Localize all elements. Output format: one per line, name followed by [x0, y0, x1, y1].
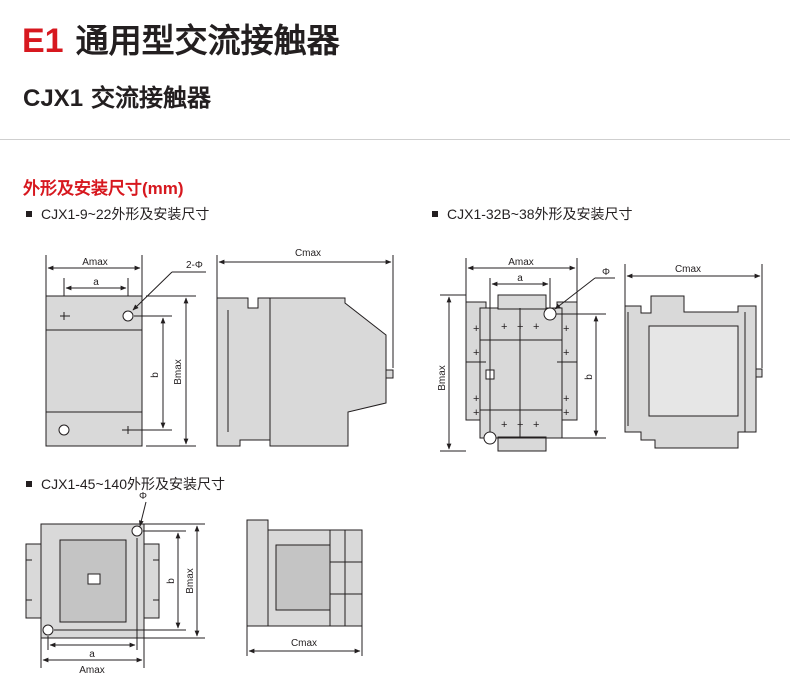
fig2-bmax-label: Bmax	[437, 365, 448, 391]
fig2-b-label: b	[584, 374, 595, 380]
fig2-amax-label: Amax	[508, 257, 534, 268]
fig3-hole-label: Φ	[139, 491, 147, 502]
svg-text:+: +	[501, 321, 507, 333]
product-name: 交流接触器	[91, 85, 212, 112]
fig3-b-label: b	[166, 578, 177, 584]
svg-text:+: +	[473, 323, 479, 335]
svg-text:+: +	[563, 393, 569, 405]
svg-text:+: +	[473, 393, 479, 405]
fig1-bmax-label: Bmax	[173, 359, 184, 385]
header-divider	[0, 139, 790, 140]
svg-text:+: +	[533, 321, 539, 333]
svg-text:+: +	[473, 347, 479, 359]
svg-text:+: +	[517, 419, 523, 431]
svg-text:+: +	[533, 419, 539, 431]
figure-1-labels: Amax a 2-Φ b Bmax Cmax	[82, 248, 321, 385]
figure-2-side-view	[624, 264, 763, 449]
figure-3-front-view	[25, 501, 205, 668]
figure-2-front-view	[440, 258, 615, 452]
fig1-amax-label: Amax	[82, 257, 108, 268]
figure-1-front-view	[45, 255, 206, 447]
fig3-bmax-label: Bmax	[185, 568, 196, 594]
series-name: 通用型交流接触器	[75, 22, 340, 59]
svg-text:+: +	[473, 407, 479, 419]
product-model: CJX1	[23, 85, 84, 112]
figure-2-terminal-marks: + + + + + + + + + + + + + +	[473, 321, 569, 431]
fig3-a-label: a	[89, 649, 95, 660]
fig2-a-label: a	[517, 273, 523, 284]
fig3-cmax-label: Cmax	[291, 638, 317, 649]
fig3-amax-label: Amax	[79, 665, 105, 676]
figure-3-side-view	[246, 519, 363, 656]
bullet-square-icon	[26, 481, 32, 487]
fig1-a-label: a	[93, 277, 99, 288]
svg-text:+: +	[563, 323, 569, 335]
figure-3-labels: a Amax Φ b Bmax Cmax	[79, 491, 317, 676]
svg-text:+: +	[501, 419, 507, 431]
fig1-cmax-label: Cmax	[295, 248, 321, 259]
figure-1-side-view	[216, 255, 394, 447]
svg-text:+: +	[517, 321, 523, 333]
fig2-hole-label: Φ	[602, 267, 610, 278]
page-header: E1 通用型交流接触器	[22, 14, 340, 62]
figure-2-labels: Amax a Φ b Bmax Cmax	[437, 257, 701, 391]
svg-text:+: +	[563, 407, 569, 419]
bullet-square-icon	[432, 211, 438, 217]
section-title: 外形及安装尺寸(mm)	[23, 179, 184, 198]
figure-caption-3: CJX1-45~140外形及安装尺寸	[26, 474, 225, 494]
series-code: E1	[22, 22, 64, 60]
bullet-square-icon	[26, 211, 32, 217]
fig1-hole-label: 2-Φ	[186, 260, 203, 271]
fig2-cmax-label: Cmax	[675, 264, 701, 275]
figure-caption-1: CJX1-9~22外形及安装尺寸	[26, 204, 209, 224]
svg-text:+: +	[563, 347, 569, 359]
fig1-b-label: b	[150, 372, 161, 378]
product-subtitle: CJX1 交流接触器	[23, 78, 211, 113]
figure-caption-2: CJX1-32B~38外形及安装尺寸	[432, 204, 633, 224]
